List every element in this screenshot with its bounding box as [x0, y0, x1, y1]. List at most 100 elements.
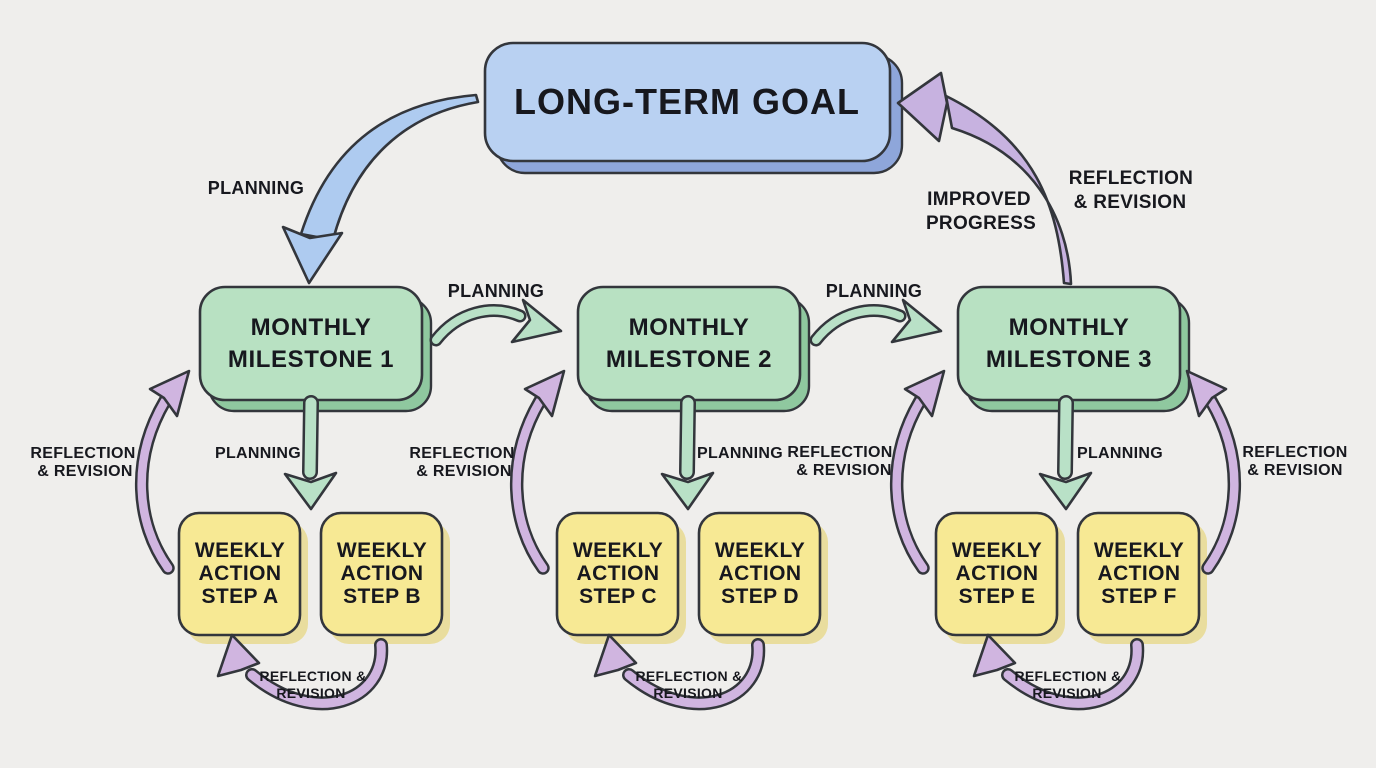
weekly-b-line2: ACTION — [341, 562, 424, 585]
milestone-2-label-line1: MONTHLY — [629, 314, 750, 341]
label-improved-progress-line2: PROGRESS — [926, 213, 1036, 234]
arrow-planning-m2-to-m3 — [809, 298, 943, 347]
arrow-shaft — [1203, 396, 1239, 573]
label-reflection-3-line2: & REVISION — [796, 462, 891, 479]
weekly-step-c-node: WEEKLY ACTION STEP C — [555, 511, 686, 644]
arrow-head — [660, 471, 715, 511]
weekly-step-a-node: WEEKLY ACTION STEP A — [177, 511, 308, 644]
weekly-d-box — [697, 511, 822, 637]
goal-node: LONG-TERM GOAL — [483, 41, 904, 175]
weekly-c-line1: WEEKLY — [573, 539, 663, 562]
milestone-2-label-line2: MILESTONE 2 — [606, 346, 772, 373]
milestone-1-box — [198, 285, 424, 402]
weekly-a-line3: STEP A — [201, 585, 278, 608]
milestone-3-node: MONTHLY MILESTONE 3 — [956, 285, 1191, 413]
weekly-b-line1: WEEKLY — [337, 539, 427, 562]
arrow-head — [283, 471, 338, 511]
goal-box — [483, 41, 892, 163]
weekly-d-line2: ACTION — [719, 562, 802, 585]
milestone-1-label-line2: MILESTONE 1 — [228, 346, 394, 373]
label-reflection-arc-1-line1: REFLECTION & — [259, 668, 366, 684]
weekly-e-box — [934, 511, 1059, 637]
arrow-shaft — [247, 640, 386, 708]
arrow-shaft — [1003, 640, 1142, 708]
arrow-shaft — [681, 397, 694, 478]
label-reflection-top-line2: & REVISION — [1074, 192, 1187, 213]
label-reflection-arc-1-line2: REVISION — [276, 685, 345, 701]
arrow-planning-m3-to-weekly — [1038, 395, 1093, 511]
weekly-a-line2: ACTION — [199, 562, 282, 585]
weekly-d-line3: STEP D — [721, 585, 799, 608]
arrow-shaft — [512, 396, 548, 573]
arrow-head — [148, 369, 191, 418]
weekly-step-d-node: WEEKLY ACTION STEP D — [697, 511, 828, 644]
milestone-3-label-line2: MILESTONE 3 — [986, 346, 1152, 373]
weekly-e-line3: STEP E — [959, 585, 1036, 608]
arrow-planning-m1-to-m2 — [429, 298, 563, 347]
arrow-head — [510, 298, 563, 344]
milestone-3-box — [956, 285, 1182, 402]
label-reflection-top-line1: REFLECTION — [1069, 168, 1193, 189]
weekly-b-box — [319, 511, 444, 637]
label-reflection-4-line2: & REVISION — [1247, 462, 1342, 479]
weekly-f-line2: ACTION — [1098, 562, 1181, 585]
arrow-reflection-weekly-to-m1 — [135, 369, 191, 575]
milestone-3-label-line1: MONTHLY — [1009, 314, 1130, 341]
label-planning-down-3: PLANNING — [1077, 445, 1163, 462]
arrow-shaft — [624, 640, 763, 708]
weekly-step-f-node: WEEKLY ACTION STEP F — [1076, 511, 1207, 644]
label-improved-progress-line1: IMPROVED — [927, 189, 1031, 210]
arrow-shaft — [432, 306, 524, 344]
label-planning-m2-m3: PLANNING — [826, 281, 922, 301]
weekly-a-box — [177, 511, 302, 637]
weekly-step-e-node: WEEKLY ACTION STEP E — [934, 511, 1065, 644]
arrow-head — [903, 369, 946, 418]
arrow-reflection-arc-b-to-a — [216, 633, 389, 711]
arrow-head — [896, 71, 949, 143]
arrow-shaft — [812, 306, 904, 344]
label-planning-m1-m2: PLANNING — [448, 281, 544, 301]
weekly-e-line2: ACTION — [956, 562, 1039, 585]
label-reflection-arc-2-line1: REFLECTION & — [635, 668, 742, 684]
milestone-2-node: MONTHLY MILESTONE 2 — [576, 285, 811, 413]
label-reflection-1-line1: REFLECTION — [30, 445, 135, 462]
weekly-f-box — [1076, 511, 1201, 637]
label-reflection-1-line2: & REVISION — [37, 463, 132, 480]
milestone-1-label-line1: MONTHLY — [251, 314, 372, 341]
label-reflection-arc-3-line1: REFLECTION & — [1014, 668, 1121, 684]
label-reflection-3-line1: REFLECTION — [787, 444, 892, 461]
arrow-head — [890, 298, 943, 344]
arrow-head — [523, 369, 566, 418]
label-reflection-arc-3-line2: REVISION — [1032, 685, 1101, 701]
weekly-f-line3: STEP F — [1101, 585, 1177, 608]
label-reflection-2-line2: & REVISION — [416, 463, 511, 480]
weekly-c-line3: STEP C — [579, 585, 657, 608]
arrow-planning-m2-to-weekly — [660, 395, 715, 511]
weekly-c-box — [555, 511, 680, 637]
arrow-head — [593, 633, 638, 678]
label-reflection-2-line1: REFLECTION — [409, 445, 514, 462]
arrow-head — [972, 633, 1017, 678]
label-planning-goal: PLANNING — [208, 178, 304, 198]
arrow-reflection-weekly-to-m3-right — [1185, 369, 1241, 575]
weekly-f-line1: WEEKLY — [1094, 539, 1184, 562]
arrow-planning-goal-to-m1 — [281, 93, 480, 285]
arrow-reflection-arc-f-to-e — [972, 633, 1145, 711]
arrow-head — [216, 633, 261, 678]
label-reflection-arc-2-line2: REVISION — [653, 685, 722, 701]
arrow-reflection-arc-d-to-c — [593, 633, 766, 711]
label-planning-down-1: PLANNING — [215, 445, 301, 462]
weekly-step-b-node: WEEKLY ACTION STEP B — [319, 511, 450, 644]
label-planning-down-2: PLANNING — [697, 445, 783, 462]
arrow-reflection-weekly-to-m3-left — [890, 369, 946, 575]
arrow-shaft — [1059, 397, 1072, 478]
arrow-reflection-weekly-to-m2 — [510, 369, 566, 575]
weekly-b-line3: STEP B — [343, 585, 421, 608]
weekly-e-line1: WEEKLY — [952, 539, 1042, 562]
label-reflection-4-line1: REFLECTION — [1242, 444, 1347, 461]
weekly-d-line1: WEEKLY — [715, 539, 805, 562]
weekly-c-line2: ACTION — [577, 562, 660, 585]
milestone-2-box — [576, 285, 802, 402]
